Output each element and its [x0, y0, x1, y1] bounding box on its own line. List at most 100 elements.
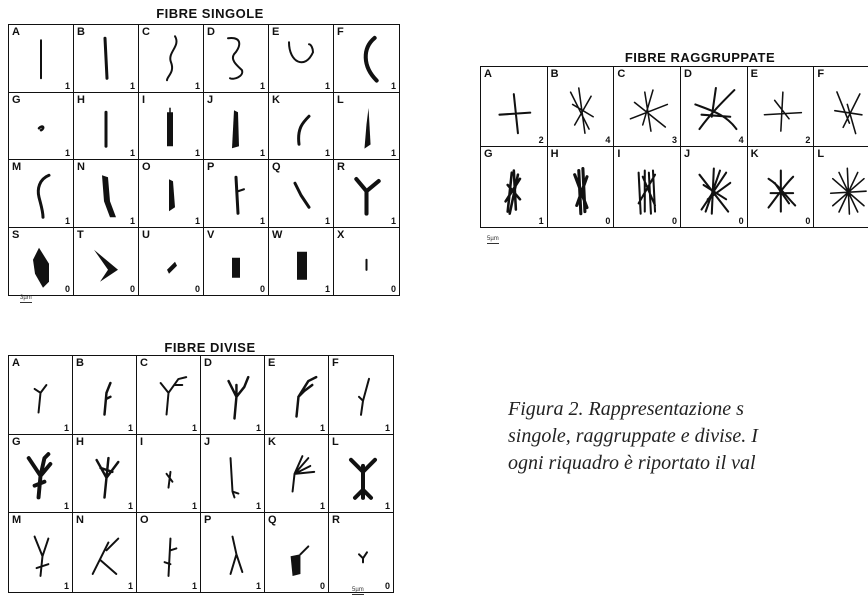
- cell-value: 0: [805, 216, 811, 226]
- fibre-drawing: [504, 169, 522, 215]
- fibre-drawing: [103, 36, 109, 80]
- cell-value: 1: [63, 422, 69, 433]
- cell-letter: O: [140, 514, 149, 527]
- singole-title: FIBRE SINGOLE: [156, 6, 264, 21]
- fibre-drawing: [33, 247, 49, 288]
- fibre-drawing: [834, 91, 864, 135]
- fibre-drawing: [94, 249, 118, 282]
- cell-letter: Q: [272, 161, 281, 173]
- cell-value: 1: [384, 422, 390, 433]
- cell-letter: B: [76, 357, 84, 369]
- cell-letter: E: [272, 26, 280, 38]
- cell-letter: B: [550, 68, 559, 80]
- cell-letter: H: [550, 148, 559, 160]
- cell-letter: I: [617, 148, 621, 160]
- fibre-drawing: [36, 173, 51, 219]
- cell-value: 1: [127, 422, 133, 433]
- cell-letter: N: [76, 514, 84, 527]
- fibre-drawing: [358, 377, 370, 416]
- cell-letter: K: [272, 93, 280, 106]
- fibre-cell: L0: [814, 147, 868, 227]
- fibre-drawing: [572, 166, 589, 216]
- fibre-drawing: [102, 175, 116, 218]
- raggruppate-scale: 5µm: [487, 236, 499, 244]
- cell-value: 1: [64, 80, 70, 91]
- fibre-drawing: [364, 107, 371, 149]
- cell-value: 1: [63, 501, 69, 512]
- fibre-drawing: [293, 181, 311, 209]
- cell-letter: R: [337, 161, 345, 173]
- cell-letter: O: [142, 161, 151, 173]
- cell-value: 4: [738, 135, 744, 145]
- cell-letter: F: [817, 68, 825, 80]
- cell-value: 1: [259, 215, 265, 226]
- figure-caption: Figura 2. Rappresentazione s singole, ra…: [508, 396, 868, 477]
- fibre-drawing: [103, 381, 112, 416]
- cell-value: 1: [390, 80, 396, 91]
- cell-value: 0: [194, 284, 200, 294]
- fibre-drawing: [295, 375, 318, 418]
- fibre-drawing: [26, 451, 53, 500]
- cell-value: 1: [191, 501, 197, 512]
- cell-value: 1: [259, 148, 265, 158]
- fibre-drawing: [767, 169, 796, 213]
- cell-letter: U: [142, 228, 150, 241]
- fibre-drawing: [569, 87, 594, 134]
- fibre-drawing: [169, 179, 175, 212]
- cell-letter: T: [77, 228, 84, 241]
- cell-letter: P: [207, 161, 215, 173]
- fibre-drawing: [232, 257, 240, 278]
- fibre-drawing: [498, 93, 532, 135]
- fibre-drawing: [629, 89, 669, 132]
- cell-letter: S: [12, 228, 20, 241]
- cell-value: 2: [805, 135, 811, 145]
- cell-value: 1: [64, 215, 70, 226]
- cell-value: 1: [191, 580, 197, 591]
- cell-value: 1: [390, 148, 396, 158]
- cell-value: 1: [324, 80, 330, 91]
- cell-value: 1: [127, 501, 133, 512]
- cell-letter: M: [12, 514, 22, 527]
- cell-value: 1: [255, 422, 261, 433]
- cell-letter: A: [12, 26, 20, 38]
- fibre-drawing: [349, 457, 377, 500]
- cell-letter: K: [268, 435, 276, 448]
- cell-letter: V: [207, 228, 215, 241]
- cell-letter: J: [683, 148, 691, 160]
- cell-letter: W: [272, 228, 283, 241]
- cell-value: 1: [191, 422, 197, 433]
- fibre-drawing: [297, 114, 311, 146]
- divise-title: FIBRE DIVISE: [164, 340, 256, 355]
- cell-value: 1: [194, 215, 200, 226]
- cell-value: 0: [129, 284, 135, 294]
- fibre-drawing: [637, 169, 657, 215]
- fibre-cell: F2: [814, 67, 868, 147]
- cell-letter: E: [750, 68, 758, 80]
- caption-line-3: ogni riquadro è riportato il val: [508, 452, 756, 474]
- cell-letter: P: [204, 514, 212, 527]
- cell-letter: F: [332, 357, 339, 369]
- cell-value: 1: [63, 580, 69, 591]
- cell-letter: D: [683, 68, 692, 80]
